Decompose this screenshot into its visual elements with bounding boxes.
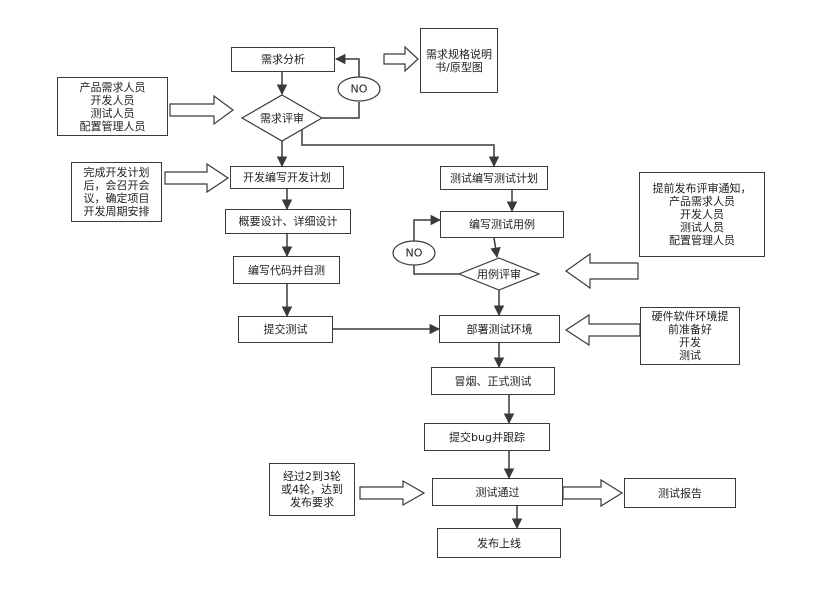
test-report-box: 测试报告 xyxy=(624,478,736,508)
req-analysis-box: 需求分析 xyxy=(231,47,335,72)
block-arrow-note-to-devplan xyxy=(164,162,230,194)
req-people-box: 产品需求人员 开发人员 测试人员 配置管理人员 xyxy=(57,77,168,136)
block-arrow-env-to-deploy xyxy=(564,313,641,347)
bug-track-box: 提交bug并跟踪 xyxy=(424,423,550,451)
release-box: 发布上线 xyxy=(437,528,561,558)
block-arrow-people-to-review xyxy=(169,94,235,126)
submit-box: 提交测试 xyxy=(238,316,333,343)
block-arrow-to-spec xyxy=(383,45,419,73)
connector-review-no xyxy=(322,102,360,119)
connector-no-analysis xyxy=(334,53,360,77)
design-box: 概要设计、详细设计 xyxy=(225,209,351,234)
no-label-2: NO xyxy=(405,246,423,260)
review-notice-box: 提前发布评审通知， 产品需求人员 开发人员 测试人员 配置管理人员 xyxy=(639,172,765,257)
env-note-box: 硬件软件环境提 前准备好 开发 测试 xyxy=(640,307,740,365)
connector-review-testplan xyxy=(301,130,500,168)
test-plan-box: 测试编写测试计划 xyxy=(440,166,548,190)
write-cases-box: 编写测试用例 xyxy=(440,211,564,238)
case-review-label: 用例评审 xyxy=(477,268,521,281)
block-arrow-passed-to-report xyxy=(562,478,624,508)
connector-no-cases xyxy=(413,214,442,241)
req-review-label: 需求评审 xyxy=(260,112,304,125)
connector-cases-casereview xyxy=(490,237,501,259)
dev-plan-box: 开发编写开发计划 xyxy=(230,166,344,189)
test-passed-box: 测试通过 xyxy=(432,478,563,506)
req-spec-box: 需求规格说明 书/原型图 xyxy=(420,28,498,93)
connector-casereview-no xyxy=(413,265,459,275)
code-box: 编写代码并自测 xyxy=(233,256,340,284)
smoke-test-box: 冒烟、正式测试 xyxy=(431,367,555,395)
block-arrow-notice-to-casereview xyxy=(564,252,639,290)
dev-plan-note-box: 完成开发计划 后，会召开会 议，确定项目 开发周期安排 xyxy=(71,162,162,222)
rounds-note-box: 经过2到3轮 或4轮，达到 发布要求 xyxy=(269,463,355,516)
no-label-1: NO xyxy=(350,82,368,96)
block-arrow-rounds-to-passed xyxy=(359,479,426,507)
deploy-box: 部署测试环境 xyxy=(439,315,560,343)
